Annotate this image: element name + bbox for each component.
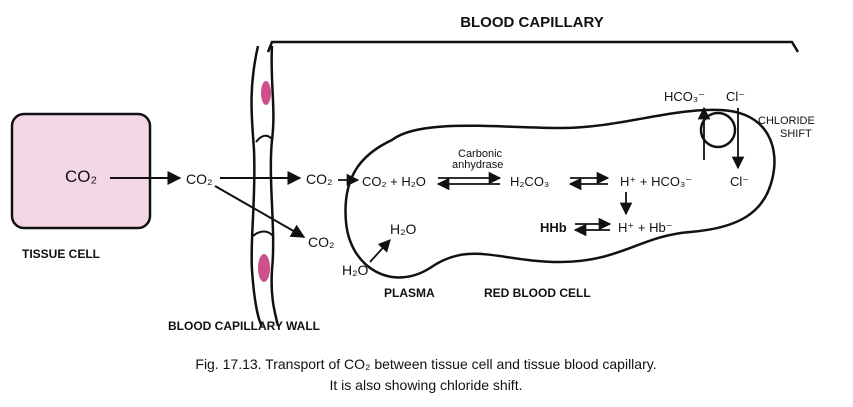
endothelial-nucleus	[261, 81, 271, 105]
endothelial-nucleus	[258, 254, 270, 282]
caption-line-2: It is also showing chloride shift.	[330, 377, 523, 393]
buffer-products: H⁺ + Hb⁻	[618, 220, 673, 235]
capillary-wall	[252, 46, 279, 326]
capillary-wall-label: BLOOD CAPILLARY WALL	[168, 319, 320, 333]
bicarbonate-outside: HCO₃⁻	[664, 89, 705, 104]
arrow-water-into-rbc	[370, 240, 390, 262]
tissue-co2-label: CO₂	[65, 167, 97, 186]
plasma-label: PLASMA	[384, 286, 435, 300]
dissociation-products: H⁺ + HCO₃⁻	[620, 174, 692, 189]
chloride-outside: Cl⁻	[726, 89, 745, 104]
reversible-arrow-buffer	[575, 224, 610, 230]
title-bracket	[268, 42, 798, 52]
diagram-title: BLOOD CAPILLARY	[460, 14, 604, 31]
tissue-cell-label: TISSUE CELL	[22, 247, 100, 261]
reversible-arrow-carbonic-anhydrase	[438, 178, 500, 184]
plasma-h2o-inside: H₂O	[390, 221, 417, 237]
red-blood-cell	[345, 110, 774, 278]
enzyme-label-line2: anhydrase	[452, 159, 503, 171]
reversible-arrow-dissociation	[570, 178, 608, 184]
caption-line-1: Fig. 17.13. Transport of CO₂ between tis…	[195, 356, 656, 372]
plasma-co2-top: CO₂	[306, 171, 332, 187]
chloride-inside: Cl⁻	[730, 174, 749, 189]
carbonic-acid: H₂CO₃	[510, 174, 549, 189]
capillary-co2-label: CO₂	[186, 171, 212, 187]
arrow-capillary-to-plasma-bottom	[215, 186, 304, 237]
chloride-shift-label-2: SHIFT	[780, 128, 812, 140]
chloride-shift-label-1: CHLORIDE	[758, 115, 815, 127]
hhb-label: HHb	[540, 220, 567, 235]
rbc-label: RED BLOOD CELL	[484, 286, 591, 300]
chloride-exchanger	[701, 113, 735, 147]
plasma-co2-bottom: CO₂	[308, 234, 334, 250]
rbc-reactants: CO₂ + H₂O	[362, 174, 426, 189]
